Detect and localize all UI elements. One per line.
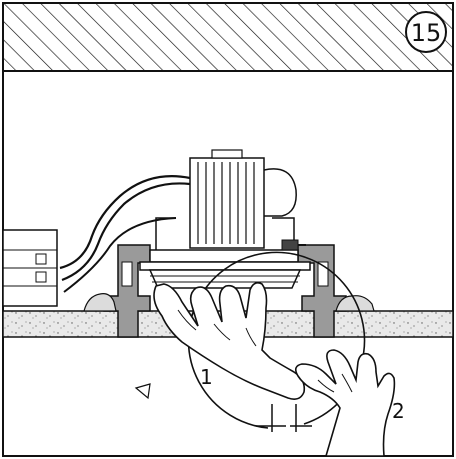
bracket-right [272,217,295,250]
cable-3 [63,217,177,293]
screw [281,239,299,251]
wire-loop [263,168,297,217]
heat-sink-cap [211,149,243,159]
hand-1 [153,282,306,400]
housing-slot-left [121,261,133,287]
step-number: 15 [411,19,442,47]
ceiling-slab [3,3,453,71]
cable-2 [61,182,191,282]
callout-2: 2 [392,399,405,423]
step-badge: 15 [405,11,447,53]
heat-sink [189,157,265,249]
housing-slot-right [317,261,329,287]
cable-1 [59,175,191,270]
hand-2 [294,349,396,456]
heat-sink-fins [197,162,255,244]
debris-left [83,293,117,312]
lamp-body [148,269,302,289]
callout-1: 1 [200,365,213,389]
housing-right [297,244,347,338]
